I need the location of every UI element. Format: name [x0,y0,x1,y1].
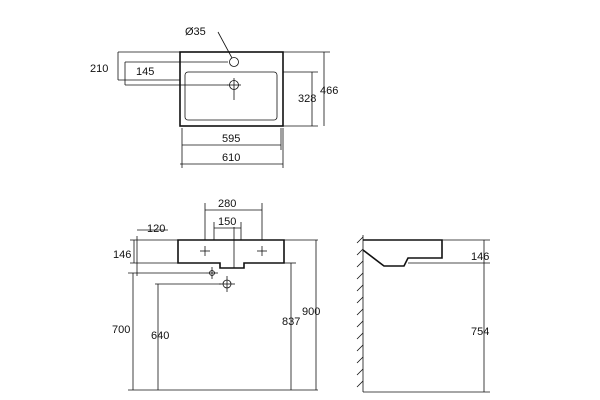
label-outer-width: 610 [222,152,240,164]
label-waste-height-outer: 700 [112,324,130,336]
label-tap-spacing: 280 [218,198,236,210]
label-diameter: Ø35 [185,26,206,38]
top-view: Ø35 210 145 328 466 595 610 [90,26,338,168]
label-rim-height-inner: 837 [282,316,300,328]
basin-outer-outline [179,51,284,127]
label-inner-width: 595 [222,133,240,145]
tap-hole [229,57,239,67]
label-side-basin-height: 146 [471,251,489,263]
label-depth-hole: 145 [136,66,154,78]
label-rim-height-outer: 900 [302,306,320,318]
wall-hatching [356,236,364,388]
side-view: 146 754 [356,235,490,393]
label-waste-height-inner: 640 [151,330,169,342]
label-front-basin-height: 146 [113,249,131,261]
label-depth-overall: 210 [90,63,108,75]
front-view: 280 150 120 146 700 640 837 900 [112,198,320,391]
label-under-clearance: 754 [471,326,489,338]
label-inner-height: 328 [298,93,316,105]
side-basin-profile [362,239,443,267]
label-side-offset: 120 [147,223,165,235]
label-outer-height: 466 [320,85,338,97]
basin-inner-bowl [184,71,278,121]
front-basin-body [177,239,285,269]
label-waste-spacing: 150 [218,216,236,228]
